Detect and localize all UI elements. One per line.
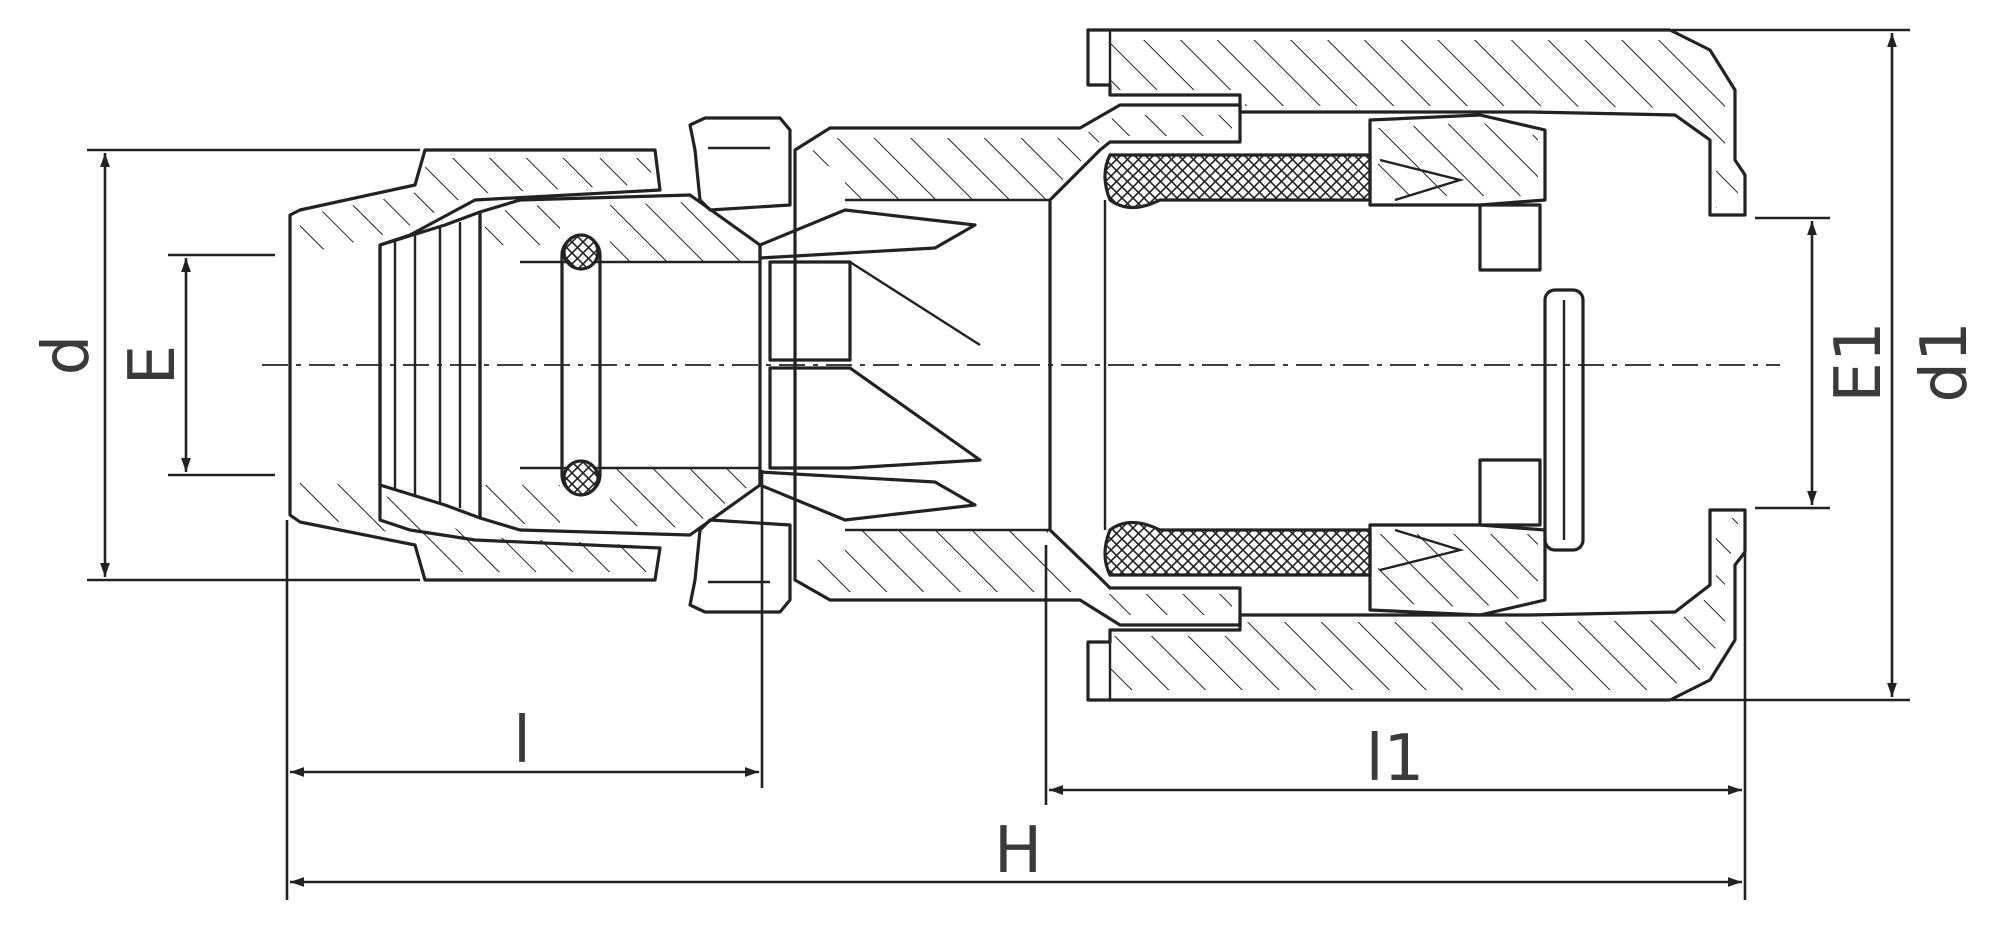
label-e: E xyxy=(116,345,190,385)
dimension-d: d xyxy=(30,148,420,582)
dimension-d1: d1 xyxy=(1672,28,1982,702)
collet xyxy=(758,208,982,522)
coupling-nut xyxy=(1086,28,1747,702)
dimension-e: E xyxy=(116,253,275,477)
main-seal xyxy=(1103,153,1372,577)
insert-sleeve xyxy=(478,193,762,537)
dimension-l1: l1 xyxy=(1044,520,1747,900)
dimension-e1: E1 xyxy=(1755,216,1896,510)
label-l: l xyxy=(513,704,531,778)
grip-ring xyxy=(1368,113,1547,617)
label-d: d xyxy=(30,335,104,376)
hex-collar xyxy=(688,116,792,614)
label-d1: d1 xyxy=(1908,321,1982,402)
label-e1: E1 xyxy=(1822,321,1896,402)
left-nut xyxy=(288,148,662,582)
label-l1: l1 xyxy=(1366,722,1425,796)
dimension-h: H xyxy=(290,814,1742,888)
tube-stop xyxy=(1478,203,1585,552)
dimension-l: l xyxy=(285,470,764,900)
label-h: H xyxy=(994,814,1042,888)
